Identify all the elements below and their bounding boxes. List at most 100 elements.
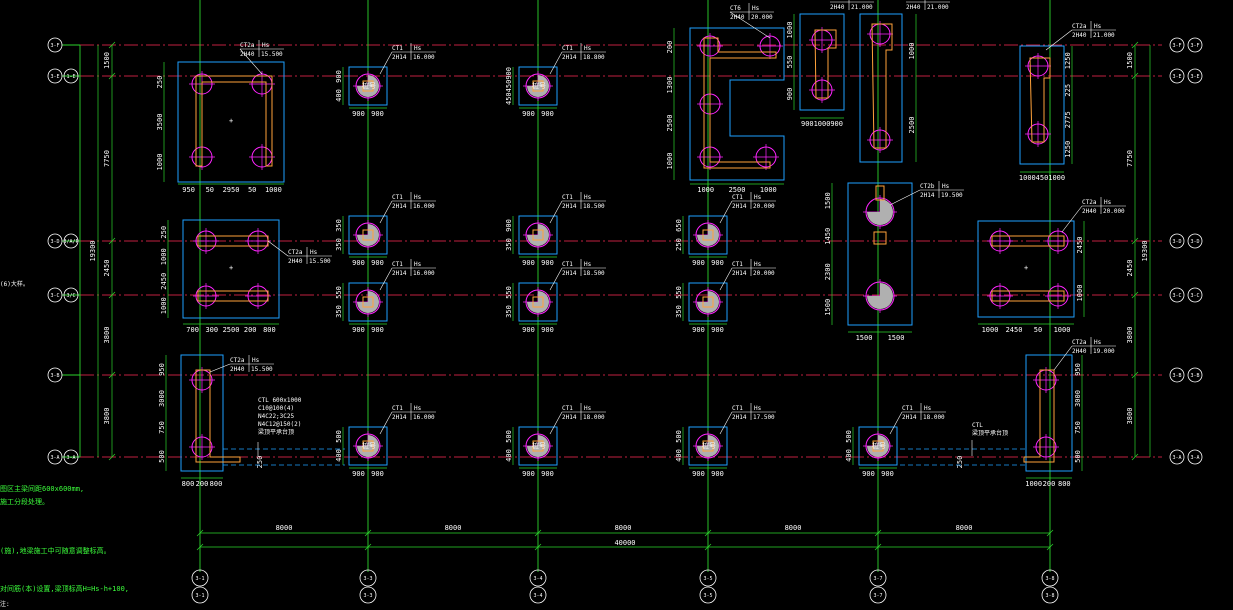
cap-elev-header: Hs xyxy=(754,194,762,201)
column xyxy=(1023,369,1055,463)
cap-title: CT1 xyxy=(392,261,403,268)
cap-dim-value: 900 xyxy=(522,259,535,267)
cap-elevation: 18.800 xyxy=(583,54,605,61)
cap-title: CT1 xyxy=(562,261,573,268)
cap-elevation: 16.000 xyxy=(413,203,435,210)
pile-cap xyxy=(858,426,898,466)
cap-dim-value: 250 xyxy=(156,76,164,89)
grid-bubble xyxy=(1169,367,1185,383)
bottom-dim-value: 8000 xyxy=(615,524,632,532)
cap-dim-value: 1000 xyxy=(1048,174,1065,182)
cap-elevation: 20.000 xyxy=(753,270,775,277)
cap-dim-value: 500 xyxy=(505,430,513,443)
grid-bubble xyxy=(47,37,63,53)
grid-bubble-label: 3-8 xyxy=(1045,593,1054,599)
cap-dim-value: 900 xyxy=(371,110,384,118)
cap-elev-header: Hs xyxy=(1104,199,1112,206)
cap-dim-value: 900 xyxy=(692,470,705,478)
pile-number: 桩号 xyxy=(532,81,546,90)
cap-dim-value: 225 xyxy=(1064,84,1072,97)
grid-bubble xyxy=(1187,287,1203,303)
cap-dim-value: 550 xyxy=(786,56,794,69)
left-dim-value: 7750 xyxy=(103,150,111,167)
cap-elev-header: Hs xyxy=(752,5,760,12)
cap-dim-value: 50 xyxy=(206,186,214,194)
cap-piles: 2H40 xyxy=(906,4,921,11)
cap-dim-value: 900 xyxy=(505,219,513,232)
grid-bubble-label: 3-B xyxy=(1172,373,1181,379)
cap-leader xyxy=(1061,205,1083,233)
grid-bubble xyxy=(529,569,547,587)
cap-leader xyxy=(889,189,921,206)
right-dim-tick xyxy=(1131,453,1139,461)
pile-number: 桩号 xyxy=(702,441,716,450)
grid-bubble-label: 3-F xyxy=(1190,43,1199,49)
left-dim-total: 19300 xyxy=(89,240,97,261)
cap-dim-value: 350 xyxy=(505,305,513,318)
left-dim-value: 2450 xyxy=(103,260,111,277)
cap-dim-value: 50 xyxy=(248,186,256,194)
cap-elev-header: Hs xyxy=(414,194,422,201)
cap-elev-header: Hs xyxy=(928,0,936,2)
column xyxy=(814,29,837,99)
column xyxy=(197,235,269,302)
cap-dim-value: 2775 xyxy=(1064,111,1072,128)
column xyxy=(873,231,887,245)
grid-bubble xyxy=(47,287,63,303)
cap-piles: 2H40 xyxy=(1082,208,1097,215)
dimension-lines: 1500775024503800380019300150077502450380… xyxy=(89,14,1151,551)
grid-bubble-label: 3-A xyxy=(1172,455,1181,461)
cap-dim-value: 900 xyxy=(692,326,705,334)
pile-number: 桩号 xyxy=(362,441,376,450)
bottom-total-tick xyxy=(874,543,882,551)
right-dim-value: 3800 xyxy=(1126,408,1134,425)
cap-elevation: 20.000 xyxy=(751,14,773,21)
pile-cap xyxy=(348,66,388,106)
cap-elevation: 15.500 xyxy=(251,366,273,373)
cap-center-mark: + xyxy=(229,117,233,125)
left-dim-tick xyxy=(108,237,116,245)
cap-leader xyxy=(1045,29,1073,51)
cap-dim-value: 2300 xyxy=(824,263,832,280)
beam-note-line: N4C22;3C25 xyxy=(258,413,295,420)
cap-piles: 2H14 xyxy=(732,414,747,421)
cap-title: CT2a xyxy=(240,42,255,49)
pile-number: 桩号 xyxy=(872,441,886,450)
cap-leader xyxy=(379,51,393,75)
cap-elevation: 19.000 xyxy=(1093,348,1115,355)
right-dim-tick xyxy=(1131,41,1139,49)
cap-dim-value: 1000 xyxy=(908,43,916,60)
cap-dim-value: 700 xyxy=(186,326,199,334)
cap-dim-value: 200 xyxy=(666,41,674,54)
cap-dim-value: 900 xyxy=(352,110,365,118)
cap-dim-value: 400 xyxy=(335,449,343,462)
cap-elevation: 15.500 xyxy=(309,258,331,265)
grid-bubble xyxy=(359,586,377,604)
cap-dim-value: 1000 xyxy=(1054,326,1071,334)
cap-dim-value: 1000 xyxy=(697,186,714,194)
cap-piles: 2H40 xyxy=(288,258,303,265)
cap-dim-value: 900 xyxy=(522,470,535,478)
right-dim-value: 2450 xyxy=(1126,260,1134,277)
cap-title: CT2a xyxy=(1072,23,1087,30)
grid-bubble xyxy=(47,367,63,383)
pile-core xyxy=(867,296,880,309)
bottom-dim-tick xyxy=(196,529,204,537)
cap-piles: 2H14 xyxy=(562,54,577,61)
cap-title: CT1 xyxy=(392,194,403,201)
cap-dim-value: 900 xyxy=(352,326,365,334)
beam-note-right-line: 梁顶平承台顶 xyxy=(972,429,1008,437)
cap-leader xyxy=(549,51,563,75)
cap-leader xyxy=(267,240,289,257)
cap-leader xyxy=(379,200,393,224)
cap-elev-header: Hs xyxy=(584,405,592,412)
beam-note-line: 梁顶平承台顶 xyxy=(258,428,294,436)
column xyxy=(703,37,777,169)
grid-bubble-label: 3-7 xyxy=(873,593,882,599)
cap-dim-value: 1500 xyxy=(824,299,832,316)
right-dim-tick xyxy=(1131,72,1139,80)
grid-bubble-label: 3-F xyxy=(50,43,59,49)
cap-dim-value: 900 xyxy=(711,326,724,334)
column xyxy=(702,440,714,452)
grid-bubble-label: 3-C xyxy=(50,293,59,299)
